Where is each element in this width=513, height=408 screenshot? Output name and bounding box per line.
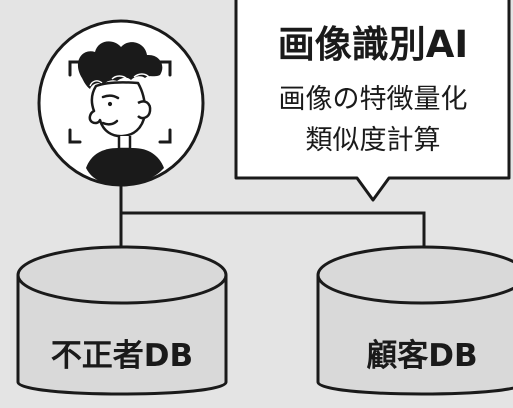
customer-db-label: 顧客DB — [366, 337, 478, 374]
fraud-db-label: 不正者DB — [50, 337, 194, 374]
portrait-avatar — [37, 19, 205, 187]
speech-bubble — [234, 0, 511, 202]
bubble-line-2: 類似度計算 — [305, 124, 441, 156]
bubble-line-1: 画像の特徴量化 — [278, 83, 468, 115]
customer-db-cylinder — [316, 245, 513, 396]
fraud-db-cylinder — [16, 245, 228, 396]
bubble-title: 画像識別AI — [277, 23, 469, 66]
face-scan-portrait-icon — [68, 41, 172, 185]
